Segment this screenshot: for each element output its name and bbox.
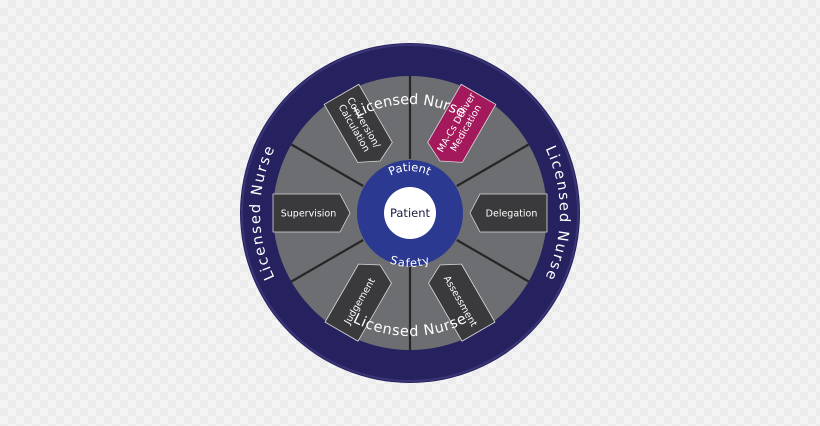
spoke-delegation: Delegation [469, 193, 548, 233]
spoke-assessment: Assessment [428, 263, 496, 342]
spoke-divider-4 [290, 143, 364, 187]
spoke-tab-assessment [428, 263, 496, 342]
spoke-tab-macs [427, 83, 497, 163]
hub-label-top: Patient [386, 160, 434, 178]
spoke-conversion: Conversion/Calculation [323, 83, 393, 163]
spoke-label-delegation: Delegation [486, 209, 538, 220]
spoke-tabs: Supervision Delegation Conversion/Calculat… [272, 83, 548, 342]
spoke-label-line: Supervision [281, 209, 337, 220]
spoke-label-line: Delegation [486, 209, 538, 220]
spoke-tab-conversion [323, 83, 393, 163]
spoke-divider-3 [290, 239, 364, 283]
hub-label-bottom: Safety [388, 253, 431, 271]
spoke-label-supervision: Supervision [281, 209, 337, 220]
spoke-dividers [290, 76, 530, 350]
outer-ring-edge [241, 44, 579, 382]
spoke-tab-delegation [469, 193, 548, 233]
hub-core-label: Patient [390, 206, 431, 220]
spoke-divider-6 [456, 143, 530, 187]
hub-core [384, 187, 436, 239]
spoke-supervision: Supervision [272, 193, 351, 233]
spoke-tab-judgement [324, 263, 392, 342]
spoke-tab-supervision [272, 193, 351, 233]
spoke-divider-1 [456, 239, 530, 283]
